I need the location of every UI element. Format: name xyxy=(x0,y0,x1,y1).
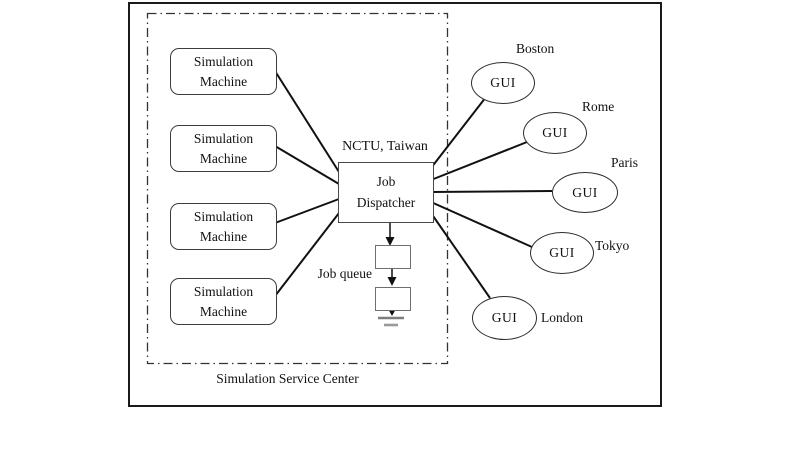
simulation-machine-box-4: Simulation Machine xyxy=(170,278,277,325)
machine-label-line1: Simulation xyxy=(193,53,254,69)
gui-node-rome: GUI xyxy=(523,112,587,154)
service-center-title: Simulation Service Center xyxy=(216,371,359,386)
simulation-machine-box-3: Simulation Machine xyxy=(170,203,277,250)
gui-label: GUI xyxy=(491,310,518,325)
simulation-machine-box-1: Simulation Machine xyxy=(170,48,277,95)
city-label-london: London xyxy=(541,310,583,325)
machine-label-line1: Simulation xyxy=(193,283,254,299)
gui-node-tokyo: GUI xyxy=(530,232,594,274)
dispatcher-location-label: NCTU, Taiwan xyxy=(342,139,428,154)
dispatcher-label-line1: Job xyxy=(376,174,396,190)
machine-link-1 xyxy=(274,70,340,173)
machine-label-line1: Simulation xyxy=(193,130,254,146)
machine-label-line2: Machine xyxy=(199,150,248,166)
gui-link-paris xyxy=(430,190,553,193)
machine-link-4 xyxy=(274,212,340,297)
city-label-tokyo: Tokyo xyxy=(595,238,630,253)
machine-label-line1: Simulation xyxy=(193,208,254,224)
machine-link-2 xyxy=(274,145,340,185)
queue-arrowhead-1 xyxy=(385,237,395,246)
queue-arrowhead-2 xyxy=(387,277,397,286)
gui-link-london xyxy=(430,212,491,299)
machine-label-line2: Machine xyxy=(199,228,248,244)
gui-label: GUI xyxy=(542,125,568,140)
job-queue-slot-1 xyxy=(375,245,411,269)
gui-node-boston: GUI xyxy=(471,62,535,104)
gui-label: GUI xyxy=(549,245,575,260)
gui-link-tokyo xyxy=(430,201,533,248)
job-queue-slot-2 xyxy=(375,287,411,311)
gui-node-london: GUI xyxy=(472,296,537,340)
outer-frame xyxy=(128,2,662,407)
machine-label-line2: Machine xyxy=(199,303,248,319)
simulation-machine-box-2: Simulation Machine xyxy=(170,125,277,172)
gui-label: GUI xyxy=(572,184,598,200)
dispatcher-label-line2: Dispatcher xyxy=(356,194,416,210)
city-label-boston: Boston xyxy=(516,41,555,56)
service-center-boundary xyxy=(146,12,449,365)
machine-link-3 xyxy=(274,198,340,224)
gui-link-boston xyxy=(430,96,487,169)
machine-label-line2: Machine xyxy=(199,73,248,89)
city-label-paris: Paris xyxy=(611,155,638,170)
job-queue-label: Job queue xyxy=(317,266,372,281)
gui-label: GUI xyxy=(490,75,516,90)
gui-node-paris: GUI xyxy=(552,172,618,213)
gui-link-rome xyxy=(430,141,528,181)
city-label-rome: Rome xyxy=(582,99,615,114)
job-dispatcher-box: Job Dispatcher xyxy=(338,162,434,223)
